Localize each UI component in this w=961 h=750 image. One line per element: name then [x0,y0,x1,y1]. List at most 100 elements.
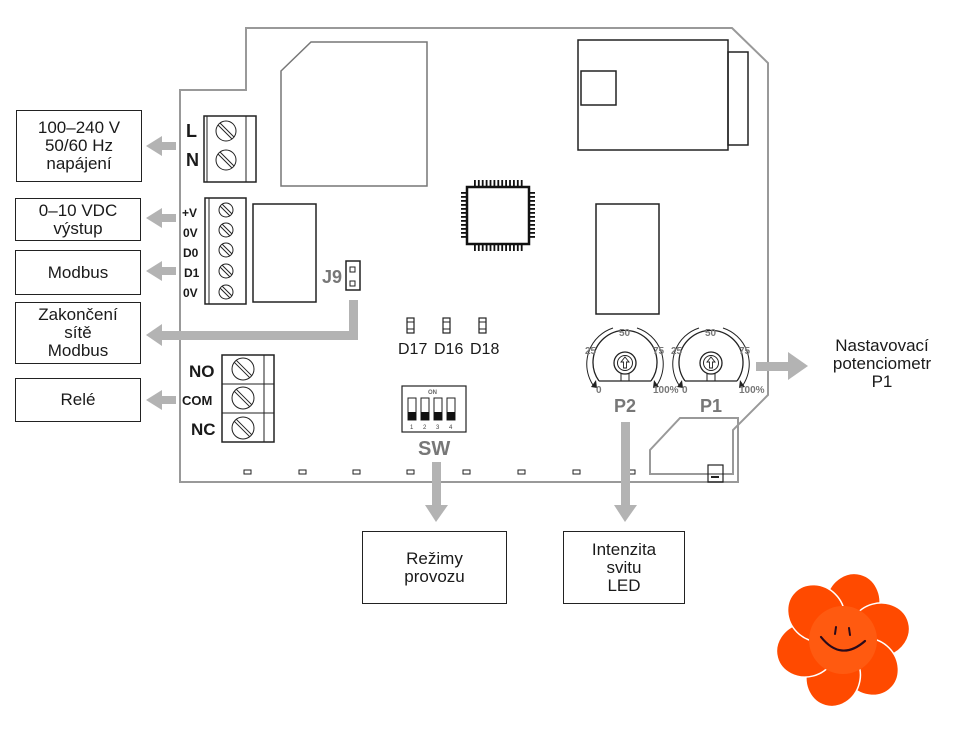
pot-scale-label: 0 [596,385,602,396]
terminal-screw [218,202,234,218]
arrow-0-10v [146,208,176,228]
terminal-screw [218,263,234,279]
transformer-component [280,41,428,187]
right-eye [848,627,851,636]
label-relay: Relé [15,378,141,422]
pot-scale-label: 25 [585,346,597,357]
terminal-screw [231,416,255,440]
left-eye [834,626,837,635]
dip-on-label: ON [428,390,437,396]
dip-pos-2: 2 [423,425,427,431]
label-modbus-line-1: Modbus [47,262,109,282]
callout-arrows [146,136,808,522]
terminal-label-nc: NC [191,420,216,439]
terminal-screw [215,120,237,142]
label-relay-line-1: Relé [60,390,96,409]
solder-pad [352,469,361,475]
label-led-line-2: svitu [606,557,642,577]
terminal-label-no: NO [189,362,215,381]
terminal-label-0v: 0V [183,226,198,240]
dip-pos-4: 4 [449,425,453,431]
terminal-label-plus-v: +V [182,206,197,220]
arrow-potentiometer [756,352,808,380]
arrow-modbus [146,261,176,281]
terminal-screw [218,242,234,258]
label-termination-line-1: Zakončení [38,305,118,324]
potentiometer-p1 [672,327,750,388]
terminal-label-L: L [186,121,197,141]
solder-pad [572,469,581,475]
label-led-intensity: Intenzita svitu LED [563,531,685,604]
power-terminal-block [203,115,257,183]
pot-scale-label: 50 [705,328,717,339]
terminal-screw [231,357,255,381]
pot-scale-label: 100% [653,385,679,396]
label-termination-line-3: Modbus [47,341,109,360]
smiley-flower-logo [775,572,911,708]
signal-component [252,203,317,303]
label-modbus-termination: Zakončení sítě Modbus [15,302,141,364]
led-d16 [442,317,451,334]
relay-terminal-block [221,354,275,443]
dip-pos-1: 1 [410,425,414,431]
terminal-screw [218,284,234,300]
dip-switch [401,385,467,433]
label-power-line-3: napájení [46,154,112,173]
label-operating-modes: Režimy provozu [362,531,507,604]
jumper-j9 [345,260,361,291]
arrow-relay [146,390,176,410]
terminal-label-0v-2: 0V [183,286,198,300]
pot-scale-label: 25 [671,346,683,357]
label-modbus: Modbus [15,250,141,295]
pot-scale-label: 100% [739,385,765,396]
label-led-line-1: Intenzita [591,539,657,559]
jumper-label: J9 [322,267,342,287]
label-potentiometer: Nastavovací potenciometr P1 [812,337,952,391]
dip-pos-3: 3 [436,425,440,431]
solder-pad [517,469,526,475]
label-output-line-2: výstup [53,218,103,238]
microcontroller-chip [461,180,535,251]
terminal-label-d0: D0 [183,246,199,260]
terminal-screw [218,222,234,238]
solder-pad [406,469,415,475]
signal-terminal-block [204,197,247,305]
label-pot-line-3: P1 [871,372,893,391]
label-pot-line-2: potenciometr [832,354,932,373]
terminal-screw [215,149,237,171]
led-d17 [406,317,415,334]
pot-scale-label: 75 [653,346,665,357]
led-label-d17: D17 [398,341,427,358]
label-output-line-1: 0–10 VDC [38,200,118,220]
label-power-supply: 100–240 V 50/60 Hz napájení [16,110,142,182]
terminal-label-d1: D1 [184,266,200,280]
potentiometer-p2 [586,327,664,388]
arrow-power [146,136,176,156]
arrow-up-icon [620,356,630,369]
label-pot-line-1: Nastavovací [835,336,929,355]
dip-switch-label: SW [418,438,450,460]
arrow-led-intensity [614,422,637,522]
terminal-label-com: COM [182,393,212,408]
label-led-line-3: LED [607,575,641,595]
relay-module-component [577,39,749,151]
led-label-d16: D16 [434,341,463,358]
test-point [707,464,724,483]
label-termination-line-2: sítě [64,323,92,342]
label-0-10v-output: 0–10 VDC výstup [15,198,141,241]
terminal-screw [231,386,255,410]
label-modes-line-1: Režimy [406,548,463,568]
capacitor-component [595,203,660,315]
pot-label-p2: P2 [614,396,636,416]
pot-scale-label: 75 [739,346,751,357]
solder-pad [462,469,471,475]
solder-pad [298,469,307,475]
arrow-modes [425,462,448,522]
board-outline [179,27,769,483]
led-label-d18: D18 [470,341,499,358]
pot-scale-label: 50 [619,328,631,339]
pot-scale-label: 0 [682,385,688,396]
label-modes-line-2: provozu [404,566,465,586]
label-power-line-1: 100–240 V [37,118,121,137]
